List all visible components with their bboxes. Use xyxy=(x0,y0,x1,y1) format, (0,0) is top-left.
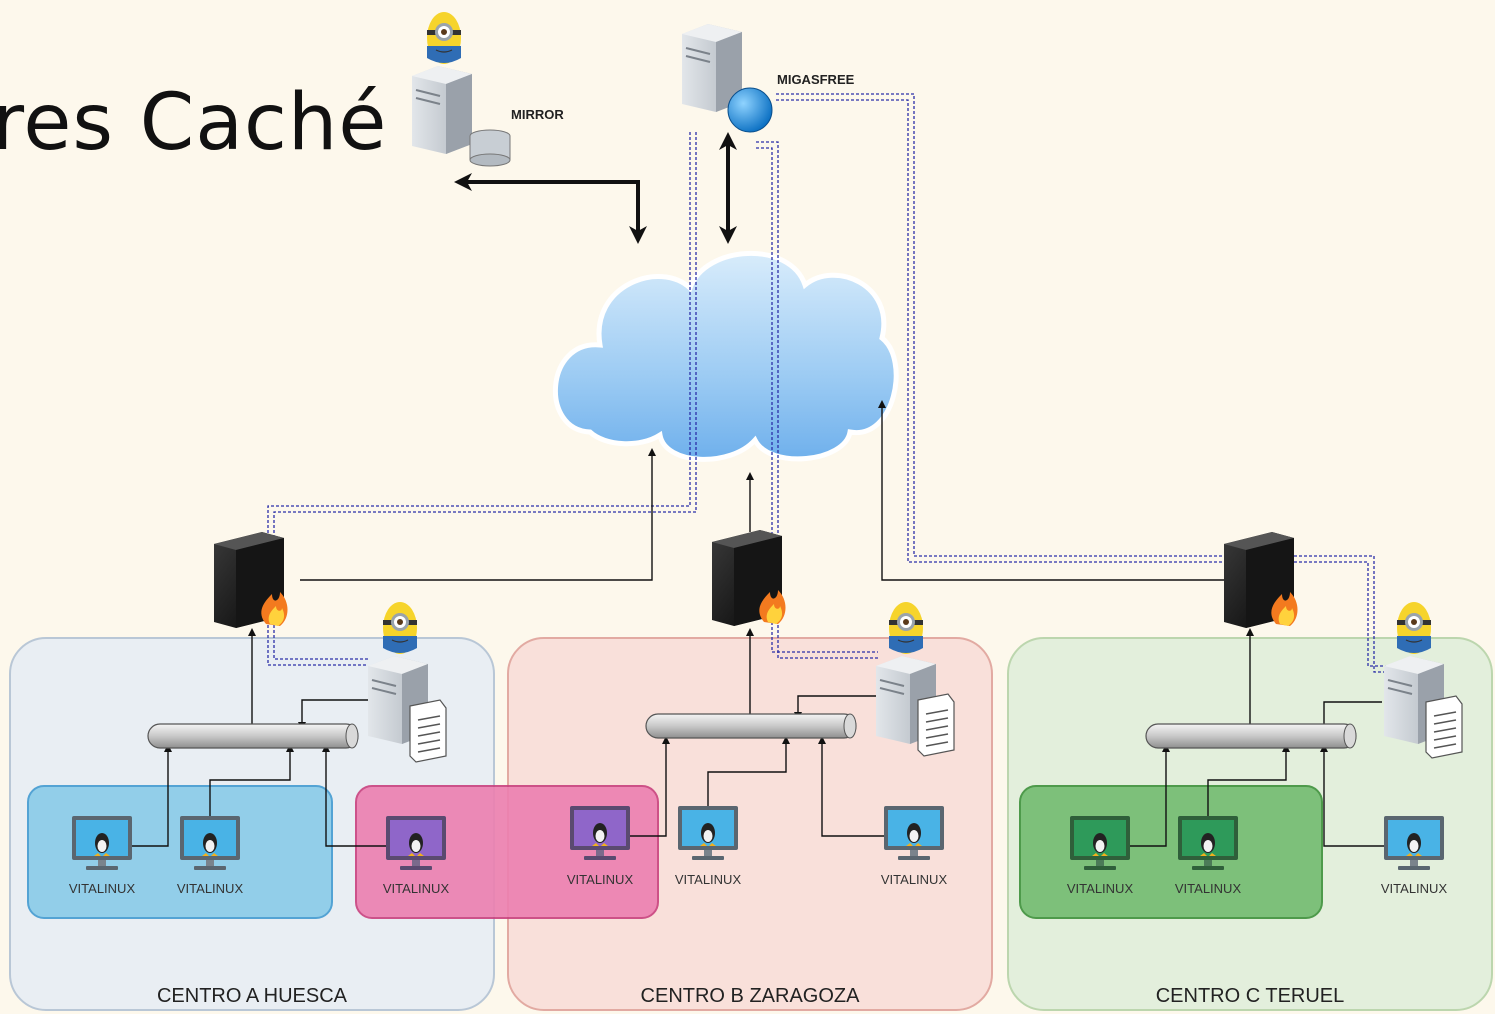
client-c2-label: VITALINUX xyxy=(1175,881,1242,896)
client-b2-label: VITALINUX xyxy=(675,872,742,887)
switch-bus-c-icon xyxy=(1145,723,1357,749)
uplinks xyxy=(132,400,1384,847)
center-c-label: CENTRO C TERUEL xyxy=(1156,985,1345,1007)
client-b3-label: VITALINUX xyxy=(881,872,948,887)
slide-title: res Caché xyxy=(0,78,388,168)
internet-cloud-icon xyxy=(553,251,899,462)
client-a2-label: VITALINUX xyxy=(177,881,244,896)
center-b-label: CENTRO B ZARAGOZA xyxy=(641,985,861,1007)
client-c1-label: VITALINUX xyxy=(1067,881,1134,896)
migasfree-label: MIGASFREE xyxy=(777,72,855,87)
minion-icon xyxy=(888,601,924,655)
group-c-green xyxy=(1019,785,1323,919)
minion-icon xyxy=(1396,601,1432,655)
switch-bus-a-icon xyxy=(147,723,359,749)
firewall-c-icon xyxy=(1224,532,1298,628)
switch-bus-b-icon xyxy=(645,713,857,739)
database-icon xyxy=(469,129,511,167)
client-b1-label: VITALINUX xyxy=(567,872,634,887)
mirror-label: MIRROR xyxy=(511,107,564,122)
client-c3-label: VITALINUX xyxy=(1381,881,1448,896)
client-a3-label: VITALINUX xyxy=(383,881,450,896)
minion-icon xyxy=(382,601,418,655)
migasfree-server-icon xyxy=(681,23,773,133)
globe-icon xyxy=(727,87,773,133)
firewall-b-icon xyxy=(712,530,786,626)
client-a1-label: VITALINUX xyxy=(69,881,136,896)
minion-icon xyxy=(426,11,462,65)
mirror-server-icon xyxy=(411,11,511,167)
firewall-a-icon xyxy=(214,532,288,628)
mirror-link xyxy=(458,180,647,244)
vpn-links xyxy=(267,93,1386,673)
center-a-label: CENTRO A HUESCA xyxy=(157,985,348,1007)
